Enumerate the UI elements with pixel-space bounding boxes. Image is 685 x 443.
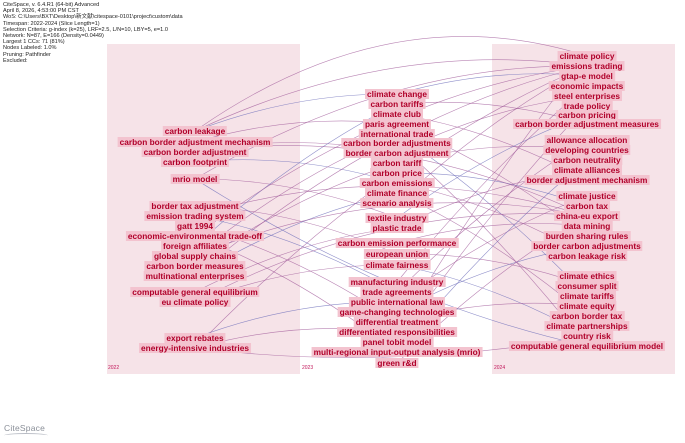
keyword-node[interactable]: climate partnerships	[544, 321, 630, 331]
keyword-node[interactable]: trade policy	[561, 101, 613, 111]
keyword-node[interactable]: carbon border tax	[549, 311, 625, 321]
keyword-node[interactable]: computable general equilibrium	[130, 287, 260, 297]
keyword-node[interactable]: steel enterprises	[552, 91, 622, 101]
info-line: April 8, 2026, 4:53:00 PM CST	[3, 8, 79, 15]
keyword-node[interactable]: carbon pricing	[556, 110, 618, 120]
keyword-node[interactable]: trade agreements	[360, 287, 434, 297]
keyword-node[interactable]: computable general equilibrium model	[508, 341, 666, 351]
keyword-node[interactable]: carbon border adjustment measures	[513, 119, 661, 129]
info-line: WoS: C:\Users\BXT\Desktop\新文献\citespace-…	[3, 14, 183, 21]
keyword-node[interactable]: game-changing technologies	[337, 307, 457, 317]
info-line: Nodes Labeled: 1.0%	[3, 45, 57, 52]
keyword-node[interactable]: differentiated responsibilities	[337, 327, 457, 337]
keyword-node[interactable]: carbon emission performance	[335, 238, 459, 248]
keyword-node[interactable]: border tax adjustment	[149, 201, 241, 211]
keyword-node[interactable]: carbon emissions	[359, 178, 435, 188]
keyword-node[interactable]: plastic trade	[370, 223, 424, 233]
keyword-node[interactable]: multinational enterprises	[143, 271, 247, 281]
keyword-node[interactable]: economic impacts	[548, 81, 626, 91]
keyword-node[interactable]: carbon tariffs	[368, 99, 426, 109]
keyword-node[interactable]: climate change	[365, 89, 429, 99]
keyword-node[interactable]: european union	[363, 249, 431, 259]
citespace-logo: CiteSpace	[4, 423, 48, 434]
info-line: CiteSpace, v. 6.4.R1 (64-bit) Advanced	[3, 2, 100, 8]
keyword-node[interactable]: international trade	[358, 129, 436, 139]
keyword-node[interactable]: carbon border adjustment mechanism	[117, 137, 273, 147]
keyword-node[interactable]: carbon border measures	[144, 261, 246, 271]
keyword-node[interactable]: climate club	[371, 109, 423, 119]
keyword-node[interactable]: manufacturing industry	[348, 277, 446, 287]
keyword-node[interactable]: public international law	[348, 297, 446, 307]
keyword-node[interactable]: gtap-e model	[559, 71, 615, 81]
keyword-node[interactable]: emissions trading	[549, 61, 625, 71]
info-line: Timespan: 2022-2024 (Slice Length=1)	[3, 20, 100, 27]
year-label-2022: 2022	[108, 365, 120, 371]
keyword-node[interactable]: carbon footprint	[160, 157, 230, 167]
keyword-node[interactable]: carbon leakage	[162, 126, 228, 136]
network-link	[194, 59, 588, 132]
keyword-node[interactable]: country risk	[561, 331, 613, 341]
keyword-node[interactable]: multi-regional input-output analysis (mr…	[311, 347, 483, 357]
keyword-node[interactable]: developing countries	[543, 145, 631, 155]
info-line: Pruning: Pathfinder	[3, 51, 51, 58]
keyword-node[interactable]: carbon tax	[564, 201, 610, 211]
keyword-node[interactable]: economic-environmental trade-off	[125, 231, 265, 241]
year-label-2023: 2023	[302, 365, 314, 371]
keyword-node[interactable]: green r&d	[375, 358, 419, 368]
keyword-node[interactable]: climate fairness	[363, 260, 431, 270]
keyword-node[interactable]: consumer split	[555, 281, 619, 291]
info-line: Excluded:	[3, 57, 28, 64]
keyword-node[interactable]: china-eu export	[554, 211, 620, 221]
network-link	[194, 178, 398, 219]
keyword-node[interactable]: carbon price	[370, 168, 424, 178]
keyword-node[interactable]: carbon tariff	[370, 158, 424, 168]
keyword-node[interactable]: panel tobit model	[360, 337, 434, 347]
network-info-panel: CiteSpace, v. 6.4.R1 (64-bit) Advanced A…	[3, 2, 183, 64]
keyword-node[interactable]: border carbon adjustment	[343, 148, 451, 158]
keyword-node[interactable]: carbon leakage risk	[546, 251, 628, 261]
keyword-node[interactable]: climate tariffs	[558, 291, 616, 301]
keyword-node[interactable]: paris agreement	[362, 119, 432, 129]
logo-swoosh	[4, 433, 48, 438]
keyword-node[interactable]: global supply chains	[151, 251, 239, 261]
keyword-node[interactable]: mrio model	[170, 174, 220, 184]
logo-text: CiteSpace	[4, 423, 46, 433]
info-line: Network: N=87, E=166 (Density=0.0449)	[3, 33, 104, 40]
keyword-node[interactable]: foreign affiliates	[160, 241, 230, 251]
keyword-node[interactable]: climate equity	[557, 301, 617, 311]
keyword-node[interactable]: textile industry	[365, 213, 429, 223]
info-line: Selection Criteria: g-index (k=25), LRF=…	[3, 26, 168, 33]
keyword-node[interactable]: export rebates	[164, 333, 226, 343]
keyword-node[interactable]: carbon border adjustment	[141, 147, 249, 157]
keyword-node[interactable]: carbon neutrality	[551, 155, 623, 165]
keyword-node[interactable]: climate justice	[556, 191, 618, 201]
keyword-node[interactable]: border adjustment mechanism	[524, 175, 650, 185]
keyword-node[interactable]: scenario analysis	[360, 198, 434, 208]
info-line: Largest 1 CCs: 71 (81%)	[3, 39, 65, 46]
keyword-node[interactable]: burden sharing rules	[543, 231, 631, 241]
keyword-node[interactable]: eu climate policy	[159, 297, 231, 307]
keyword-node[interactable]: climate policy	[557, 51, 617, 61]
keyword-node[interactable]: differential treatment	[353, 317, 441, 327]
keyword-node[interactable]: emission trading system	[144, 211, 246, 221]
keyword-node[interactable]: climate alliances	[552, 165, 622, 175]
keyword-node[interactable]: gatt 1994	[175, 221, 215, 231]
keyword-node[interactable]: border carbon adjustments	[531, 241, 643, 251]
keyword-node[interactable]: allowance allocation	[544, 135, 630, 145]
keyword-node[interactable]: carbon border adjustments	[341, 138, 453, 148]
network-link	[194, 36, 588, 132]
keyword-node[interactable]: data mining	[561, 221, 613, 231]
keyword-node[interactable]: climate finance	[365, 188, 429, 198]
keyword-node[interactable]: energy-intensive industries	[139, 343, 251, 353]
keyword-node[interactable]: climate ethics	[557, 271, 617, 281]
year-label-2024: 2024	[494, 365, 506, 371]
